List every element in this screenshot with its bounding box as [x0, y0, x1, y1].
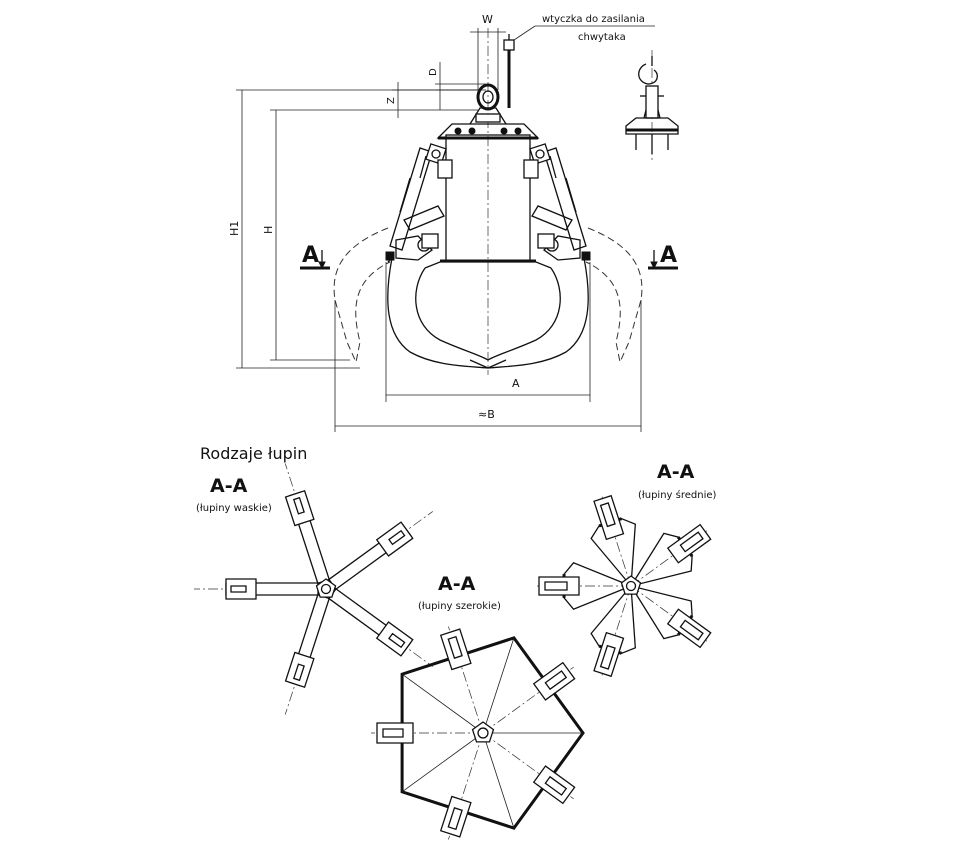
open-tine-right [585, 227, 643, 364]
medium-subtitle: (łupiny średnie) [638, 489, 717, 501]
wide-shell-rod [544, 775, 568, 796]
narrow-shell-cylinder [225, 578, 257, 600]
grab-elevation-view [333, 25, 655, 375]
narrow-title: A-A [210, 475, 248, 497]
plug-label-line2: chwytaka [578, 32, 626, 43]
medium-shell-rod [544, 581, 568, 591]
shell-seam [482, 637, 515, 734]
hub [471, 721, 495, 743]
medium-title: A-A [657, 461, 695, 483]
wide-shell-cylinder [439, 795, 472, 838]
power-plug [503, 34, 515, 108]
narrow-shell-cylinder [284, 489, 315, 527]
wide-shell-cylinder [376, 722, 414, 744]
hub-pin [477, 727, 489, 739]
narrow-shell-cylinder [375, 521, 414, 557]
shell-seam [401, 732, 484, 793]
plug-label-line1: wtyczka do zasilania [542, 14, 645, 25]
narrow-shell-rod [230, 585, 247, 593]
narrow-shell-rod [388, 632, 406, 649]
dimensions: W D Z H1 H A ≈B A [228, 13, 678, 432]
wide-shell-rod [447, 807, 463, 831]
section-medium-shells: A-A (łupiny średnie) [537, 461, 717, 678]
narrow-shell-cylinder [284, 651, 315, 689]
section-mark-left: A [302, 243, 319, 268]
dim-h1-label: H1 [228, 221, 241, 236]
medium-shell-rod [599, 644, 616, 670]
wide-subtitle: (łupiny szerokie) [418, 601, 501, 612]
medium-shell-rod [599, 502, 616, 528]
section-mark-right: A [660, 243, 677, 268]
hook-detail [625, 50, 679, 160]
shell-seam [401, 673, 484, 734]
wide-shell-rod [544, 670, 568, 691]
hub [620, 575, 642, 595]
dim-h-label: H [262, 226, 275, 234]
medium-shell-rod [679, 619, 704, 641]
narrow-subtitle: (łupiny waskie) [196, 503, 272, 514]
lifting-eye [476, 83, 500, 111]
open-tine-left [333, 227, 391, 364]
hub [315, 578, 337, 598]
wide-shell-cylinder [532, 661, 576, 701]
shell-types-heading: Rodzaje łupin [200, 444, 307, 463]
dim-a-label: A [512, 377, 520, 390]
dim-z-label: Z [386, 97, 397, 104]
section-narrow-shells: A-A (łupiny waskie) [194, 463, 433, 715]
closed-shell-inner [415, 267, 561, 361]
dim-w-label: W [482, 13, 493, 26]
hub-pin [320, 583, 332, 595]
medium-shell-rod [679, 531, 704, 553]
wide-shell-cylinder [532, 765, 576, 805]
wide-shell-cylinder [439, 628, 472, 671]
section-wide-shells: A-A (łupiny szerokie) [371, 573, 585, 840]
shell-seam [482, 732, 515, 829]
narrow-shell-cylinder [375, 621, 414, 657]
narrow-shell-rod [388, 529, 406, 546]
dim-b-label: ≈B [478, 408, 495, 421]
wide-shell-rod [447, 635, 463, 659]
narrow-shell-rod [292, 663, 305, 682]
hub-pin [625, 580, 637, 592]
wide-title: A-A [438, 573, 476, 595]
narrow-shell-rod [292, 496, 305, 515]
wide-shell-rod [382, 728, 404, 738]
dim-d-label: D [428, 68, 439, 76]
